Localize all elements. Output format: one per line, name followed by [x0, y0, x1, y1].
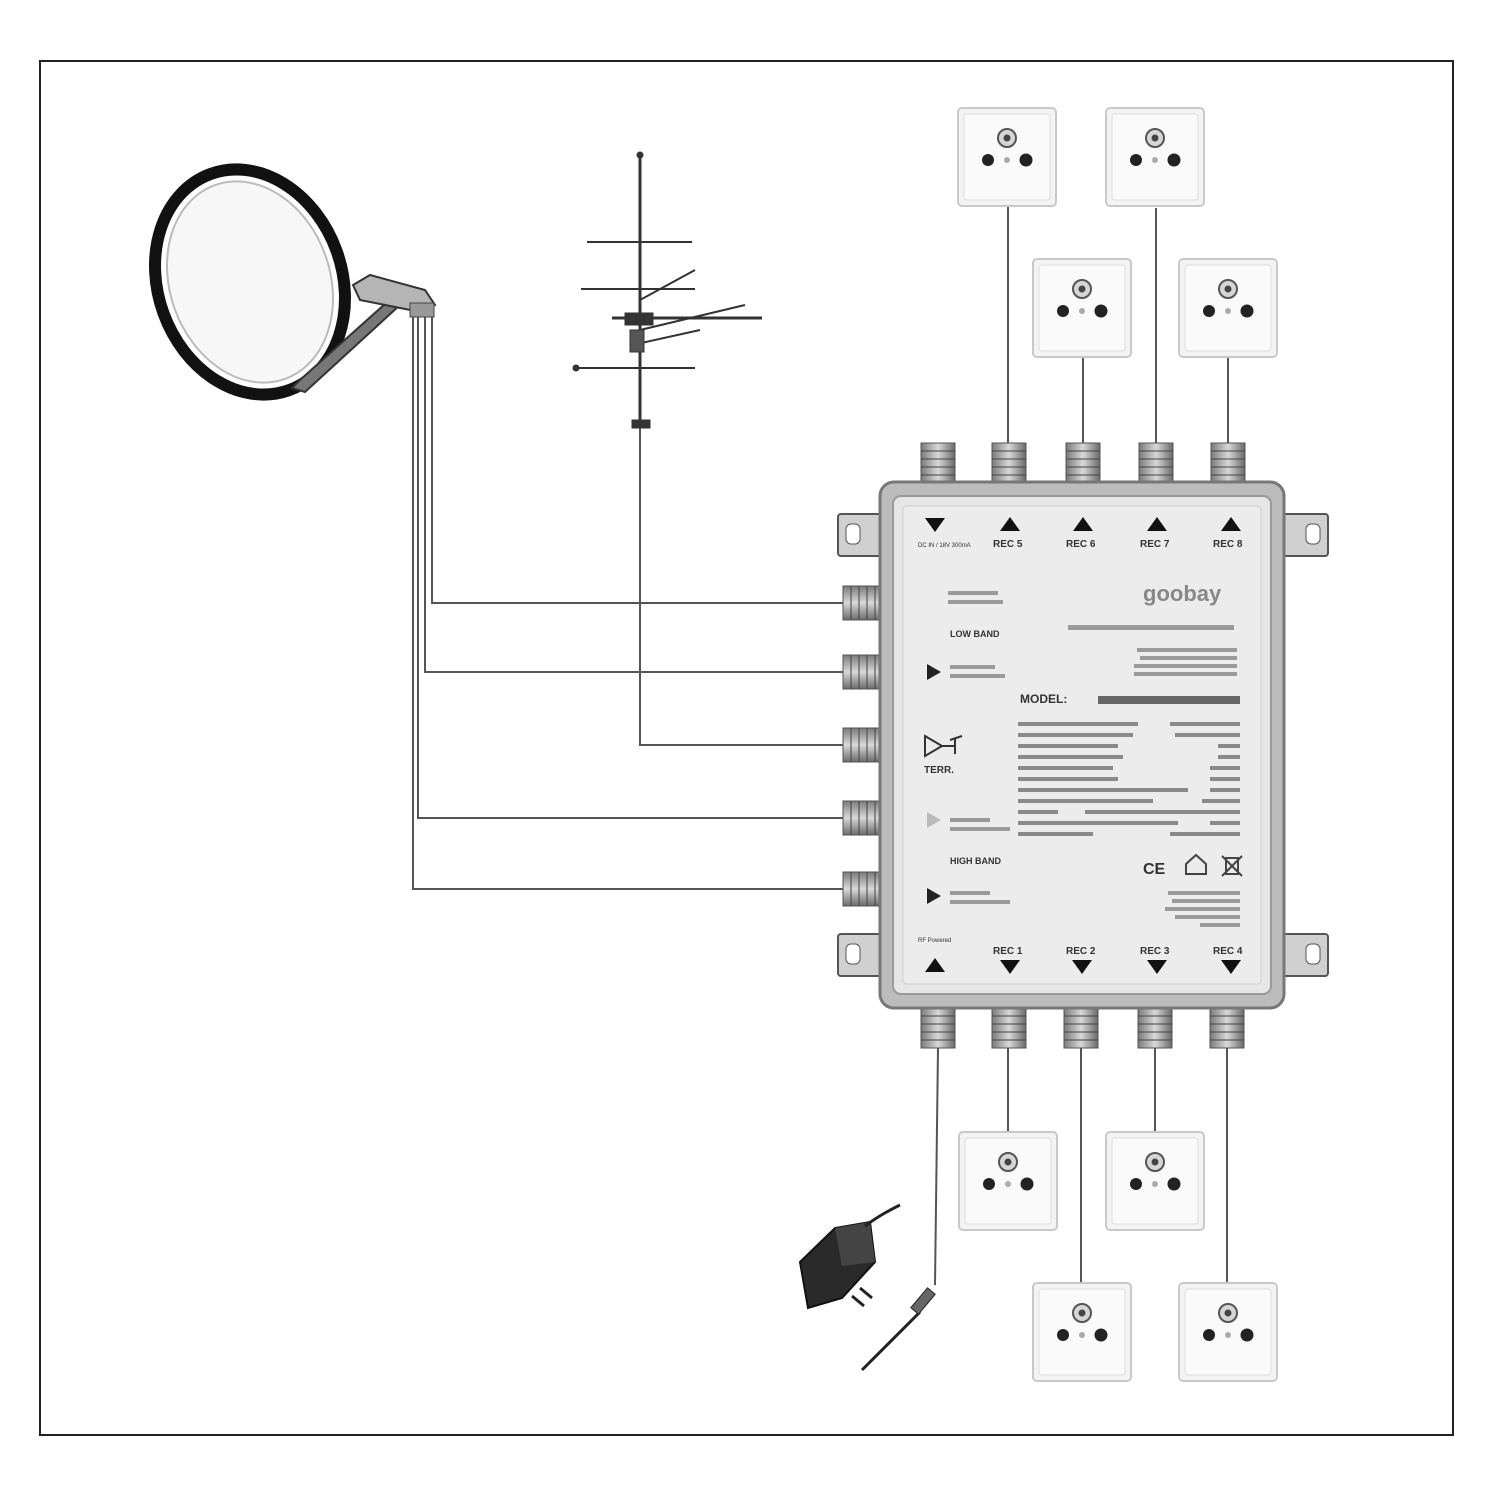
svg-text:DC IN / 18V 300mA: DC IN / 18V 300mA [918, 543, 971, 549]
port-label-rec7: REC 7 [1140, 539, 1170, 550]
high-band-label: HIGH BAND [950, 856, 1001, 866]
amplifier-icon [924, 734, 963, 758]
power-adapter-icon [798, 1203, 936, 1372]
cable-terr [639, 420, 843, 746]
cable-sat-3 [417, 310, 843, 819]
wall-socket-rec6-icon [1032, 258, 1132, 358]
ce-mark: CE [1143, 861, 1166, 878]
port-label-rec5: REC 5 [993, 539, 1023, 550]
port-label-rec8: REC 8 [1213, 539, 1243, 550]
mount-tab-bottom-right [1279, 933, 1329, 977]
wall-socket-rec4-icon [1178, 1282, 1278, 1382]
port-label-rec6: REC 6 [1066, 539, 1096, 550]
satellite-dish-icon [149, 163, 437, 401]
port-label-rec1: REC 1 [993, 946, 1023, 957]
brand-logo: goobay [1143, 581, 1222, 606]
wall-socket-rec8-icon [1178, 258, 1278, 358]
wall-socket-rec1-icon [958, 1131, 1058, 1231]
weee-bin-icon [1221, 855, 1243, 877]
terr-label: TERR. [924, 765, 954, 776]
port-label-rec4: REC 4 [1213, 946, 1243, 957]
cable-sat-1 [431, 310, 843, 604]
terrestrial-antenna-icon [572, 151, 762, 429]
wall-socket-rec3-icon [1105, 1131, 1205, 1231]
cable-sat-2 [424, 310, 843, 673]
cable-sat-4 [412, 310, 843, 890]
port-label-rec3: REC 3 [1140, 946, 1170, 957]
port-label-rec2: REC 2 [1066, 946, 1096, 957]
svg-text:RF Powered: RF Powered [918, 938, 951, 944]
model-label: MODEL: [1020, 692, 1067, 706]
house-icon [1185, 853, 1207, 875]
spec-table [1018, 722, 1240, 836]
wall-socket-rec2-icon [1032, 1282, 1132, 1382]
cable-power [934, 1047, 939, 1286]
low-band-label: LOW BAND [950, 629, 1000, 639]
wall-socket-rec5-icon [957, 107, 1057, 207]
wall-socket-rec7-icon [1105, 107, 1205, 207]
multiswitch-icon: DC IN / 18V 300mA REC 5 REC 6 REC 7 REC … [837, 442, 1329, 1049]
fine-print [948, 591, 1240, 927]
cables [412, 205, 1229, 1286]
mount-tab-top-left [837, 513, 887, 557]
mount-tab-top-right [1279, 513, 1329, 557]
